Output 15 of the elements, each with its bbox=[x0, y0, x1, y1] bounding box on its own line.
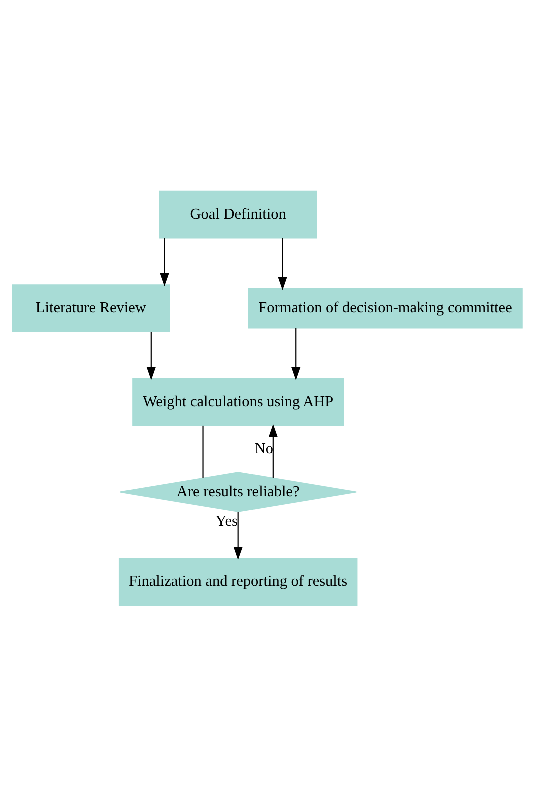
connector bbox=[202, 426, 204, 478]
arrow bbox=[234, 512, 243, 560]
arrow bbox=[268, 424, 278, 478]
node-diamond: Are results reliable? bbox=[120, 472, 358, 512]
arrow bbox=[146, 332, 156, 380]
edge-label: No bbox=[254, 440, 274, 458]
node-box: Formation of decision-making committee bbox=[248, 288, 523, 329]
edge-label: Yes bbox=[216, 512, 238, 530]
node-box: Goal Definition bbox=[159, 190, 318, 239]
node-box: Finalization and reporting of results bbox=[118, 558, 358, 606]
arrow bbox=[160, 238, 170, 287]
node-box: Literature Review bbox=[12, 284, 170, 333]
arrow bbox=[278, 238, 288, 290]
node-box: Weight calculations using AHP bbox=[132, 378, 344, 426]
arrow bbox=[292, 328, 301, 380]
